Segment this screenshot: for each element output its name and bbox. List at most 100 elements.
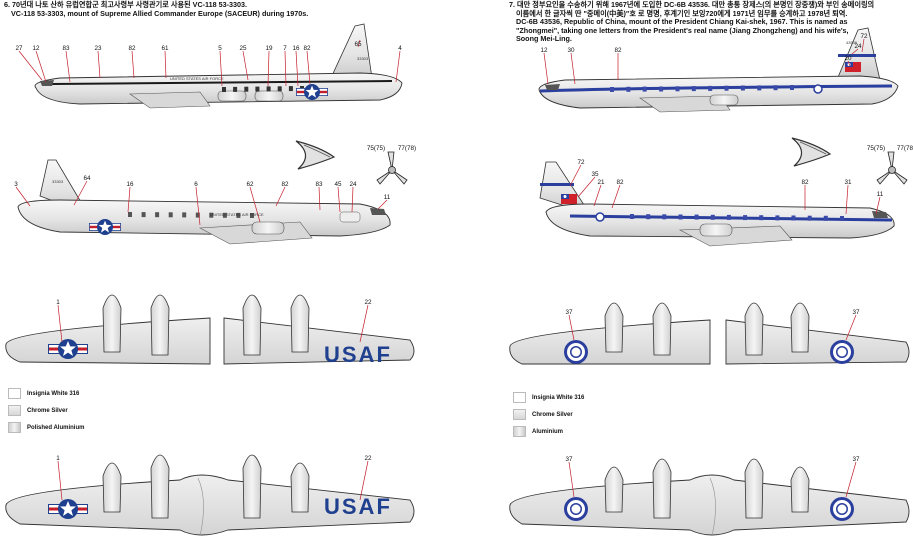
leader-line bbox=[861, 38, 865, 53]
window bbox=[288, 86, 293, 92]
callout-number: 75(75) bbox=[867, 145, 885, 152]
callout-number: 1 bbox=[56, 299, 60, 306]
callout-number: 12 bbox=[32, 45, 40, 52]
callout-number: 75(75) bbox=[367, 145, 385, 152]
right-header-line5: Soong Mei-Ling. bbox=[516, 34, 572, 44]
leader-line bbox=[127, 186, 131, 213]
callout-number: 24 bbox=[349, 181, 357, 188]
left-header-line1: 6. 70년대 나토 산하 유럽연합군 최고사령부 사령관기로 사용된 VC-1… bbox=[4, 0, 248, 9]
leader-line bbox=[295, 50, 299, 87]
swatch-white bbox=[513, 392, 526, 403]
engine-nacelle bbox=[102, 294, 122, 353]
engine-nacelle bbox=[790, 466, 810, 513]
callout-number: 19 bbox=[265, 45, 273, 52]
leader-line bbox=[845, 314, 857, 341]
callout-number: 4 bbox=[398, 45, 402, 52]
callout-number: 37 bbox=[852, 456, 860, 463]
leader-line bbox=[395, 50, 401, 83]
window bbox=[791, 215, 796, 221]
legend-item: Chrome Silver bbox=[27, 407, 68, 414]
swatch-white bbox=[8, 388, 21, 399]
engine-nacelle bbox=[604, 466, 624, 513]
callout-number: 45 bbox=[334, 181, 342, 188]
callout-number: 82 bbox=[801, 179, 809, 186]
callout-number: 35 bbox=[591, 171, 599, 178]
swatch-aluminium bbox=[8, 422, 21, 433]
leader-line bbox=[18, 50, 43, 81]
callout-number: 30 bbox=[567, 47, 575, 54]
leader-line bbox=[568, 461, 575, 498]
window bbox=[250, 213, 254, 218]
windows bbox=[610, 85, 794, 92]
roc-upper-wings bbox=[509, 319, 910, 365]
window bbox=[675, 86, 680, 92]
callout-number: 64 bbox=[83, 175, 91, 182]
wing-usaf: USAF bbox=[324, 342, 392, 367]
right-legend: Insignia White 316 Chrome Silver Alumini… bbox=[513, 392, 713, 452]
callout-number: 20 bbox=[844, 55, 852, 62]
callout-number: 82 bbox=[281, 181, 289, 188]
callout-number: 21 bbox=[597, 179, 605, 186]
leader-line bbox=[131, 50, 135, 79]
window bbox=[807, 215, 812, 221]
window bbox=[691, 86, 696, 92]
legend-item: Insignia White 316 bbox=[27, 390, 80, 397]
leader-line bbox=[359, 304, 369, 343]
window bbox=[155, 212, 160, 218]
leader-line bbox=[97, 50, 101, 79]
roc-side-top: 43536 bbox=[538, 27, 899, 113]
callout-number: 12 bbox=[540, 47, 548, 54]
leader-line bbox=[577, 176, 596, 198]
usaf-side-bottom: UNITED STATES AIR FORCE 33303 bbox=[17, 159, 391, 245]
callout-number: 16 bbox=[126, 181, 134, 188]
window bbox=[168, 212, 173, 218]
leader-line bbox=[306, 50, 311, 85]
roc-spinner bbox=[791, 137, 831, 167]
window bbox=[694, 214, 699, 220]
window bbox=[708, 85, 713, 91]
callout-number: 82 bbox=[128, 45, 136, 52]
fuselage-text: UNITED STATES AIR FORCE bbox=[210, 212, 264, 217]
leader-line bbox=[318, 186, 321, 211]
leader-line bbox=[570, 52, 576, 85]
window bbox=[209, 212, 214, 218]
swatch-aluminium bbox=[513, 426, 526, 437]
window bbox=[646, 214, 651, 220]
window bbox=[233, 86, 238, 92]
right-header-line4: "Zhongmei", taking one letters from the … bbox=[516, 25, 849, 35]
leader-line bbox=[847, 60, 851, 67]
callout-number: 72 bbox=[577, 159, 585, 166]
window bbox=[726, 214, 731, 220]
callout-number: 27 bbox=[15, 45, 23, 52]
callout-number: 37 bbox=[565, 309, 573, 316]
callout-number: 82 bbox=[303, 45, 311, 52]
legend-item: Chrome Silver bbox=[532, 411, 573, 418]
left-header: 6. 70년대 나토 산하 유럽연합군 최고사령부 사령관기로 사용된 VC-1… bbox=[4, 0, 308, 18]
engine-nacelle bbox=[290, 294, 310, 353]
engine-nacelle bbox=[290, 462, 310, 513]
leader-line bbox=[569, 164, 582, 187]
leader-line bbox=[568, 314, 575, 341]
leader-line bbox=[377, 199, 388, 210]
tail-serial: 43536 bbox=[846, 40, 858, 45]
leader-line bbox=[267, 50, 270, 87]
window bbox=[222, 87, 226, 92]
leader-line bbox=[845, 184, 849, 215]
window bbox=[610, 87, 614, 92]
window bbox=[128, 212, 132, 217]
window bbox=[710, 214, 715, 220]
leader-line bbox=[15, 186, 31, 207]
callout-number: 37 bbox=[852, 309, 860, 316]
right-header-line2: 이름에서 한 글자씩 딴 "중메이(中美)"호 로 명명, 후계기인 보잉720… bbox=[516, 8, 848, 18]
window bbox=[662, 214, 667, 220]
window bbox=[182, 212, 187, 218]
leader-line bbox=[35, 50, 47, 83]
window bbox=[255, 86, 260, 92]
callout-number: 3 bbox=[14, 181, 18, 188]
engine-nacelle bbox=[604, 302, 624, 353]
leader-line bbox=[875, 196, 881, 215]
window bbox=[743, 215, 748, 221]
window bbox=[840, 216, 844, 221]
tail-serial: 33303 bbox=[52, 179, 64, 184]
